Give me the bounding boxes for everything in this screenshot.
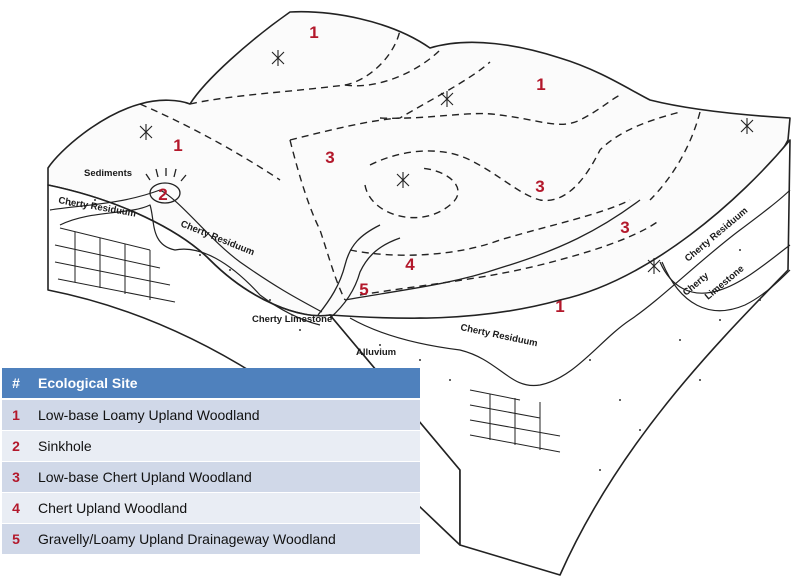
site-label: 1 xyxy=(536,75,545,94)
legend-row-number: 5 xyxy=(2,523,30,555)
legend-row-name: Low-base Loamy Upland Woodland xyxy=(30,399,420,431)
legend-row-number: 2 xyxy=(2,430,30,462)
sinkhole xyxy=(145,168,187,204)
site-label: 3 xyxy=(535,177,544,196)
legend-row-number: 4 xyxy=(2,492,30,524)
site-label: 1 xyxy=(309,23,318,42)
label-sediments: Sediments xyxy=(84,168,132,179)
legend-row: 5 Gravelly/Loamy Upland Drainageway Wood… xyxy=(2,523,420,555)
legend-header-site: Ecological Site xyxy=(30,368,420,400)
legend-header-number: # xyxy=(2,368,30,400)
label-cherty-limestone: Cherty Limestone xyxy=(252,314,332,325)
legend-row: 3 Low-base Chert Upland Woodland xyxy=(2,461,420,493)
legend-row-number: 1 xyxy=(2,399,30,431)
legend-row-name: Gravelly/Loamy Upland Drainageway Woodla… xyxy=(30,523,420,555)
site-label: 3 xyxy=(620,218,629,237)
site-label: 3 xyxy=(325,148,334,167)
drainageway xyxy=(317,199,641,319)
legend-row: 1 Low-base Loamy Upland Woodland xyxy=(2,399,420,431)
legend-row-name: Chert Upland Woodland xyxy=(30,492,420,524)
site-label: 1 xyxy=(555,297,564,316)
legend-row: 4 Chert Upland Woodland xyxy=(2,492,420,524)
legend-row-name: Low-base Chert Upland Woodland xyxy=(30,461,420,493)
site-boundaries xyxy=(139,29,701,301)
legend-row: 2 Sinkhole xyxy=(2,430,420,462)
landscape-block xyxy=(47,10,791,576)
front-right-face xyxy=(329,139,791,576)
site-number-labels: 1 1 1 3 3 3 2 4 5 1 xyxy=(158,23,629,316)
ecological-site-legend: # Ecological Site 1 Low-base Loamy Uplan… xyxy=(2,368,420,555)
legend-row-number: 3 xyxy=(2,461,30,493)
vegetation-symbols xyxy=(139,50,754,274)
stipple xyxy=(69,199,761,471)
label-alluvium: Alluvium xyxy=(356,347,396,358)
legend-row-name: Sinkhole xyxy=(30,430,420,462)
site-label: 2 xyxy=(158,185,167,204)
limestone-bricks-left xyxy=(54,227,176,303)
limestone-bricks-front xyxy=(469,389,561,453)
site-label: 1 xyxy=(173,136,182,155)
legend-header-row: # Ecological Site xyxy=(2,368,420,400)
site-label: 5 xyxy=(359,280,368,299)
site-label: 4 xyxy=(405,255,415,274)
